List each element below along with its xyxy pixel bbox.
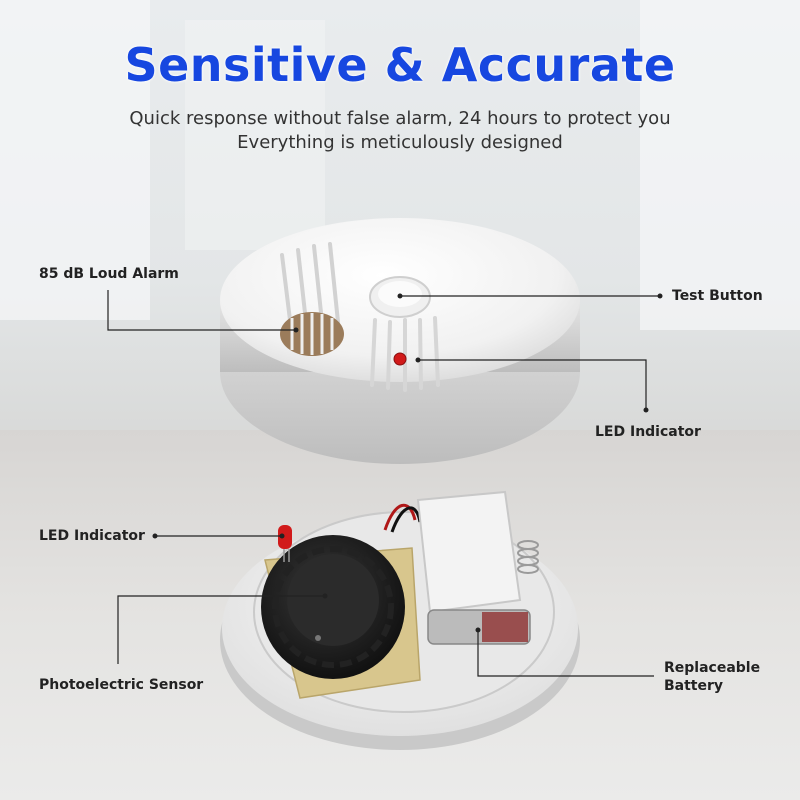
led-indicator-top bbox=[393, 352, 407, 366]
label-test-button: Test Button bbox=[672, 288, 763, 304]
callout-dots bbox=[152, 293, 663, 633]
label-battery-line-1: Replaceable bbox=[664, 660, 761, 676]
subtitle-line-1: Quick response without false alarm, 24 h… bbox=[129, 108, 671, 129]
led-indicator-board bbox=[278, 525, 292, 562]
page-title: Sensitive & Accurate bbox=[124, 38, 676, 92]
detector-base bbox=[220, 490, 580, 750]
label-led-indicator-top: LED Indicator bbox=[595, 424, 701, 440]
background-window-left bbox=[0, 0, 150, 320]
subtitle-line-2: Everything is meticulously designed bbox=[237, 132, 563, 153]
speaker-grille bbox=[280, 312, 344, 356]
label-battery-line-2: Battery bbox=[664, 678, 724, 694]
background-window-right bbox=[640, 0, 800, 330]
callout-lines bbox=[107, 290, 660, 677]
background-window-mid bbox=[185, 20, 325, 250]
label-photoelectric-sensor: Photoelectric Sensor bbox=[39, 677, 204, 693]
detector-cover bbox=[220, 218, 580, 464]
label-led-indicator-bottom: LED Indicator bbox=[39, 528, 145, 544]
battery-compartment bbox=[416, 490, 539, 645]
label-loud-alarm: 85 dB Loud Alarm bbox=[39, 266, 179, 282]
photoelectric-sensor bbox=[261, 535, 405, 679]
